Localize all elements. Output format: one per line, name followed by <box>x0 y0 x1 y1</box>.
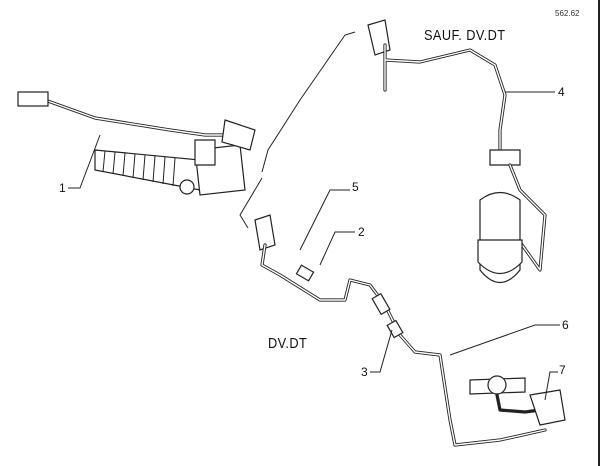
variant-label-with: DV.DT <box>268 335 308 352</box>
reference-number: 562.62 <box>555 9 580 18</box>
callout-7: 7 <box>559 363 566 377</box>
pipe-without-dvdt <box>367 19 547 284</box>
pipe-with-dvdt <box>254 214 566 447</box>
link-arrow-bottom <box>239 177 263 229</box>
link-arrow-top <box>261 31 356 173</box>
callout-4: 4 <box>558 85 565 99</box>
callout-1: 1 <box>59 181 66 195</box>
variant-label-without: SAUF. DV.DT <box>424 27 506 44</box>
leader-lines <box>68 91 560 401</box>
steering-rack-pipe <box>17 91 232 137</box>
callout-2: 2 <box>358 225 365 239</box>
steering-boot <box>94 119 256 196</box>
callout-3: 3 <box>361 365 368 379</box>
callout-5: 5 <box>352 180 359 194</box>
callout-6: 6 <box>562 318 569 332</box>
